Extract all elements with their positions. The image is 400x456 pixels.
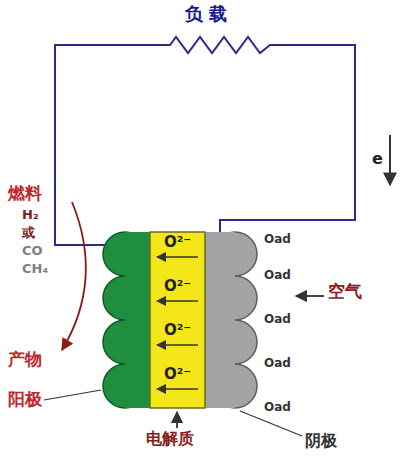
adsorbed-oxygen: Oad — [264, 269, 291, 282]
electrolyte-pointer — [176, 412, 178, 428]
fuel-label: 燃料 — [8, 184, 42, 203]
electrolyte-band — [150, 232, 205, 408]
electron-arrow — [389, 135, 391, 185]
air-label: 空气 — [328, 282, 362, 301]
ion-label: O²⁻ — [150, 278, 205, 295]
cathode-leader — [240, 411, 302, 436]
electrolyte-band-node: O²⁻ O²⁻ O²⁻ O²⁻ — [150, 232, 205, 408]
circuit-wire — [55, 37, 355, 245]
ion-label: O²⁻ — [150, 366, 205, 383]
anode-shape — [103, 232, 150, 408]
fuel-species: 或 — [22, 226, 35, 240]
electron-label: e — [372, 150, 383, 168]
fuel-species: CO — [22, 244, 43, 258]
electrolyte-label: 电解质 — [146, 430, 194, 448]
load-label: 负 载 — [185, 4, 227, 24]
product-label: 产物 — [8, 350, 42, 369]
anode-label: 阳极 — [8, 390, 42, 409]
adsorbed-oxygen: Oad — [264, 357, 291, 370]
cathode-label: 阴极 — [305, 432, 337, 450]
fuel-species: CH₄ — [22, 262, 48, 276]
adsorbed-oxygen: Oad — [264, 313, 291, 326]
ion-label: O²⁻ — [150, 322, 205, 339]
adsorbed-oxygen: Oad — [264, 401, 291, 414]
adsorbed-oxygen: Oad — [264, 233, 291, 246]
anode-leader — [44, 390, 101, 400]
fuel-flow-arrow — [62, 202, 86, 350]
ion-label: O²⁻ — [150, 234, 205, 251]
cathode-shape — [205, 232, 257, 408]
fuel-species: H₂ — [22, 208, 39, 222]
air-arrow — [296, 295, 324, 297]
